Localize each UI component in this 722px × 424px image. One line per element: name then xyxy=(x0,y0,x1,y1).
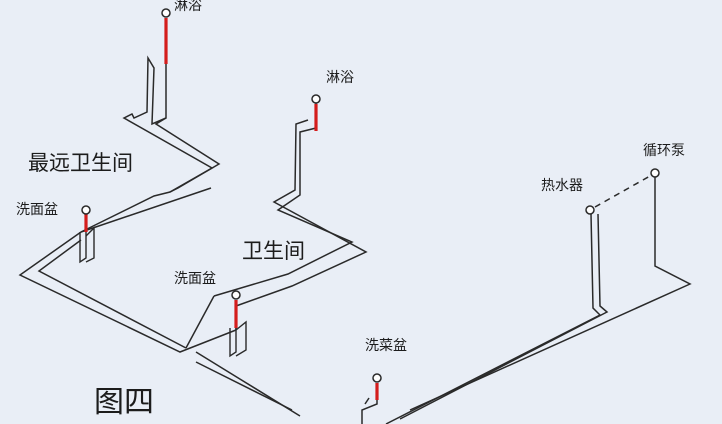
label-bathroom-far: 最远卫生间 xyxy=(28,151,133,175)
pipe-branch-sink xyxy=(361,386,378,424)
pipe-loop-far-bathroom xyxy=(18,187,237,353)
fixture-basin-far xyxy=(81,205,91,215)
label-sink: 洗菜盆 xyxy=(365,338,407,354)
valve-basin-far xyxy=(79,226,95,264)
valve-basin-mid xyxy=(229,320,247,358)
fixture-sink xyxy=(372,373,382,383)
pipe-branch-far-bathroom xyxy=(80,55,221,233)
label-basin-mid: 洗面盆 xyxy=(174,271,216,287)
water-heater-node xyxy=(585,205,595,215)
label-shower-top: 淋浴 xyxy=(174,0,202,14)
label-circulation-pump: 循环泵 xyxy=(643,143,685,159)
fixture-basin-mid xyxy=(231,290,241,300)
fixture-shower-top xyxy=(161,8,171,18)
figure-caption: 图四 xyxy=(94,385,154,420)
circulation-pump-node xyxy=(650,168,660,178)
pipe-branch-bathroom xyxy=(185,100,368,349)
fixture-shower-mid xyxy=(311,94,321,104)
heater-pump-dashed-link xyxy=(594,175,651,208)
pipe-main-line xyxy=(195,176,692,424)
label-water-heater: 热水器 xyxy=(541,178,583,194)
label-shower-mid: 淋浴 xyxy=(326,70,354,86)
label-bathroom: 卫生间 xyxy=(242,239,305,263)
label-basin-far: 洗面盆 xyxy=(16,202,58,218)
